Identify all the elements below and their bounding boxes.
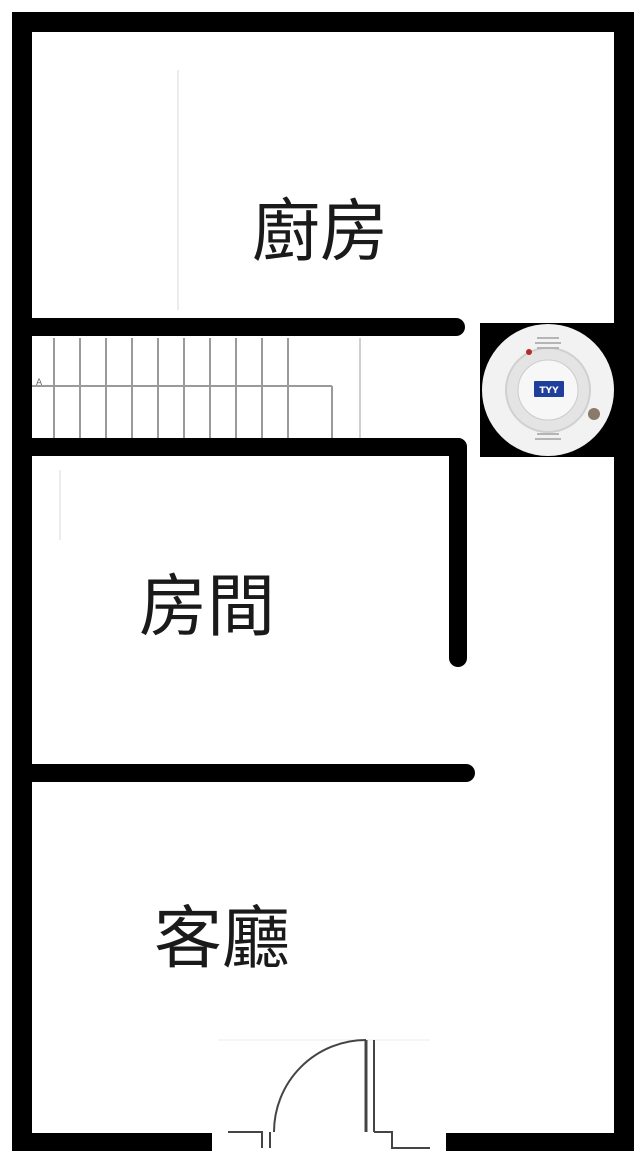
stair-step-label: A	[36, 378, 43, 388]
wall-left	[12, 12, 32, 1142]
detector-vent-bottom	[535, 433, 561, 440]
door-swing-arc	[273, 1039, 367, 1133]
door-swing-icon	[218, 1039, 430, 1149]
wall-right	[614, 12, 634, 1142]
detector-brand: TYY	[539, 386, 559, 396]
wall-bottom-right	[446, 1133, 634, 1151]
room-label-room: 房間	[139, 568, 275, 647]
room-label-living-room: 客廳	[154, 900, 290, 979]
wall-top	[12, 12, 632, 32]
staircase	[32, 338, 361, 438]
detector-test-button	[588, 408, 600, 420]
wall-bottom-left	[12, 1133, 212, 1151]
room-label-kitchen: 廚房	[252, 193, 388, 272]
smoke-detector-icon: TYY	[480, 323, 616, 457]
interior-walls	[19, 318, 475, 782]
door-jamb-right	[374, 1131, 430, 1149]
detector-led	[526, 349, 532, 355]
detector-badge	[534, 381, 564, 397]
exterior-walls	[12, 12, 634, 1151]
detector-vent-top	[535, 337, 561, 349]
guide-lines	[59, 70, 179, 540]
door-jamb-left	[228, 1131, 263, 1148]
